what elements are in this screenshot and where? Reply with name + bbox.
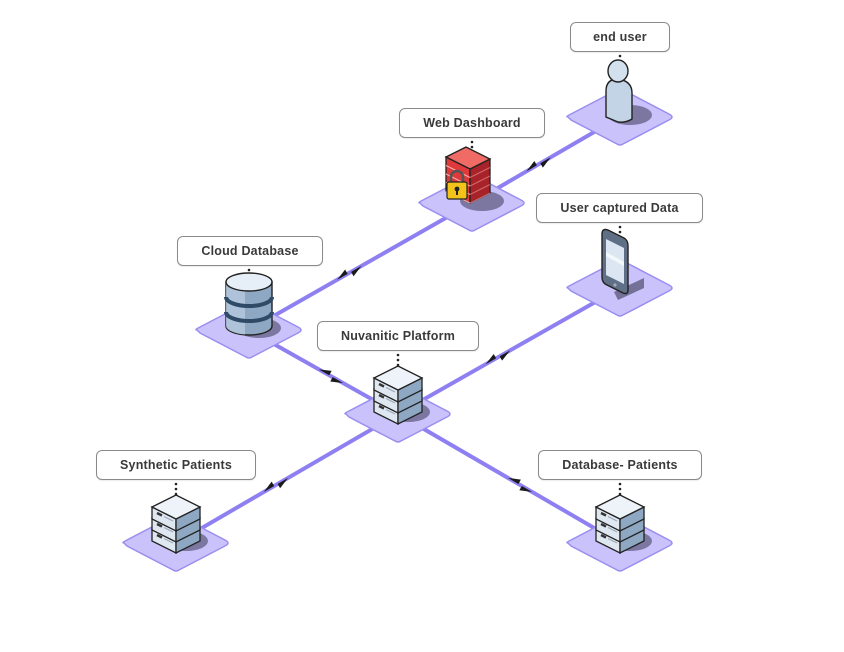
node-synthetic-patients[interactable] bbox=[122, 482, 229, 572]
node-label-nuvanitic-platform[interactable]: Nuvanitic Platform bbox=[317, 321, 479, 351]
node-label-synthetic-patients[interactable]: Synthetic Patients bbox=[96, 450, 256, 480]
server-stack-icon bbox=[594, 494, 652, 555]
node-label-database-patients[interactable]: Database- Patients bbox=[538, 450, 702, 480]
server-stack-icon bbox=[150, 494, 208, 555]
node-end-user[interactable] bbox=[566, 54, 673, 146]
arrowhead-backward-icon bbox=[318, 369, 332, 376]
arrowhead-forward-icon bbox=[485, 353, 497, 365]
edge-user_captured_data-to-nuvanitic_platform[interactable] bbox=[396, 286, 622, 416]
firewall-lock-icon bbox=[444, 146, 504, 211]
arrowhead-backward-icon bbox=[507, 477, 521, 484]
arrowhead-forward-icon bbox=[263, 481, 275, 492]
arrowhead-forward-icon bbox=[330, 377, 344, 384]
arrowhead-forward-icon bbox=[519, 485, 533, 492]
label-connector bbox=[174, 482, 178, 496]
edges-layer bbox=[174, 115, 622, 545]
edge-line bbox=[247, 201, 474, 332]
node-web-dashboard[interactable] bbox=[418, 140, 525, 232]
label-connector bbox=[618, 225, 622, 234]
node-cloud-database[interactable] bbox=[195, 268, 302, 359]
label-connector bbox=[618, 482, 622, 496]
label-connector bbox=[470, 140, 474, 149]
node-label-web-dashboard[interactable]: Web Dashboard bbox=[399, 108, 545, 138]
arrowhead-forward-icon bbox=[337, 269, 348, 280]
node-label-cloud-database[interactable]: Cloud Database bbox=[177, 236, 323, 266]
edge-nuvanitic_platform-to-database_patients[interactable] bbox=[396, 412, 622, 545]
nodes-layer bbox=[122, 54, 673, 572]
database-cylinder-icon bbox=[224, 272, 281, 338]
edge-line bbox=[174, 412, 400, 545]
node-database-patients[interactable] bbox=[566, 482, 673, 572]
node-label-end-user[interactable]: end user bbox=[570, 22, 670, 52]
arrowhead-backward-icon bbox=[277, 477, 289, 489]
arrowhead-forward-icon bbox=[526, 160, 537, 172]
smartphone-icon bbox=[601, 228, 644, 300]
arrowhead-backward-icon bbox=[499, 350, 511, 361]
label-connector bbox=[396, 353, 400, 367]
server-stack-icon bbox=[372, 365, 430, 426]
node-label-user-captured-data[interactable]: User captured Data bbox=[536, 193, 703, 223]
edge-web_dashboard-to-cloud_database[interactable] bbox=[247, 201, 474, 332]
node-user-captured-data[interactable] bbox=[566, 225, 673, 317]
arrowhead-backward-icon bbox=[540, 157, 551, 168]
node-nuvanitic-platform[interactable] bbox=[344, 353, 451, 443]
edge-nuvanitic_platform-to-synthetic_patients[interactable] bbox=[174, 412, 400, 545]
user-icon bbox=[605, 59, 652, 125]
arrowhead-backward-icon bbox=[351, 265, 362, 277]
